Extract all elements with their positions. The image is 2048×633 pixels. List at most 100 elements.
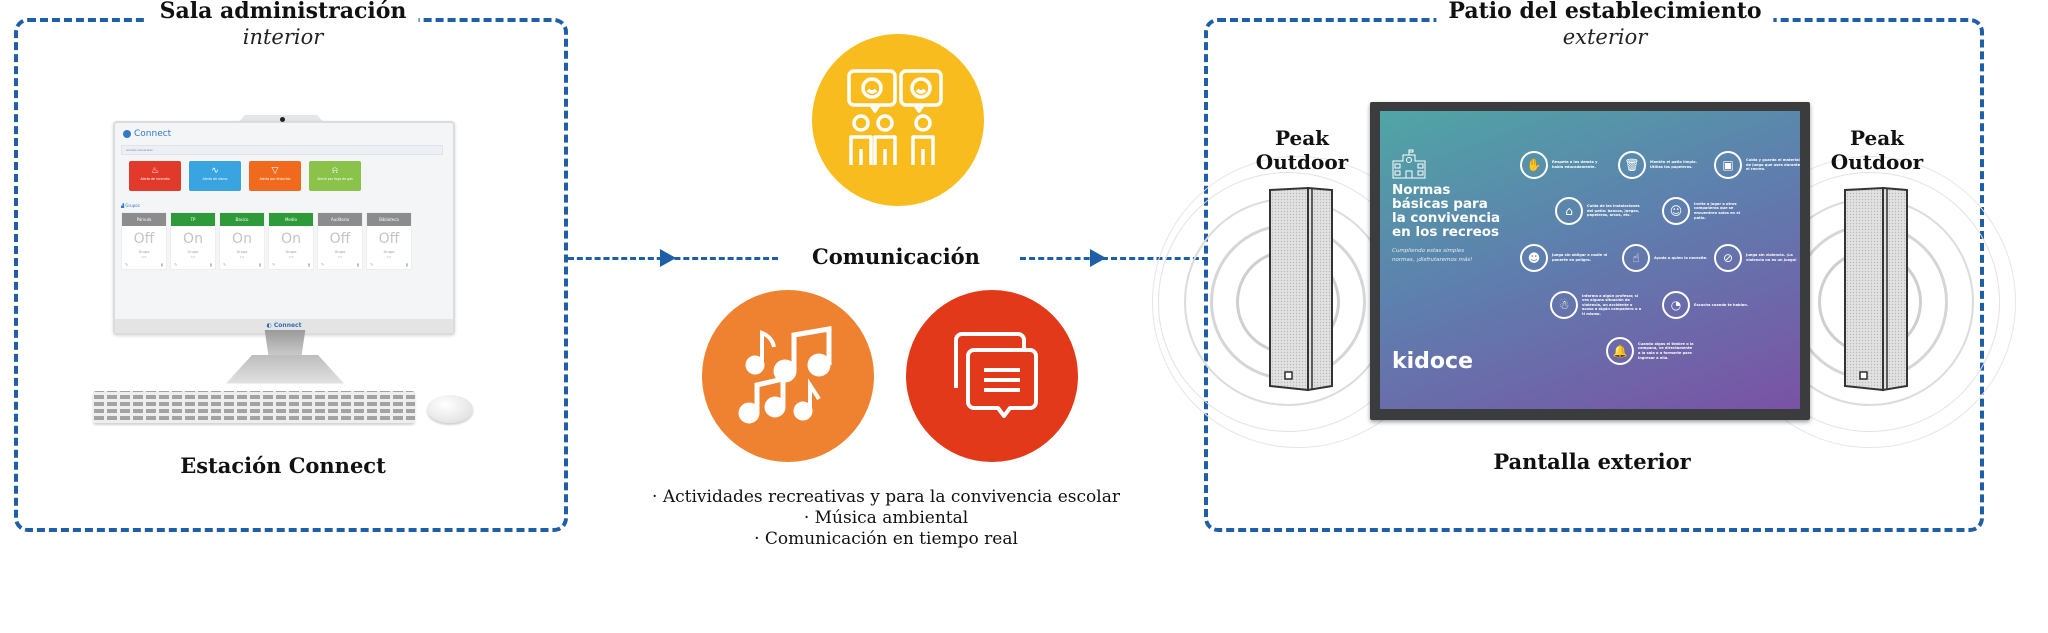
group-state: On (183, 231, 203, 247)
trash-icon[interactable]: ▮ (356, 262, 359, 267)
edit-icon[interactable]: ✎ (370, 262, 374, 267)
groups-icon: ▟ (121, 203, 125, 208)
rule-item: ◔Escucha cuando te hablan. (1662, 291, 1750, 319)
no-violence-icon: ⊘ (1714, 244, 1742, 272)
group-name: Basico (220, 213, 264, 226)
playground-icon: ⌂ (1555, 197, 1583, 225)
rule-item: ✋Respeta a los demás y habla educadament… (1520, 151, 1608, 179)
arrow-right-icon (660, 249, 676, 267)
alerts-header: Alertas Generales (121, 145, 443, 155)
group-card-biblioteca[interactable]: Biblioteca Off Grupo 0/1 ✎▮ (366, 212, 412, 270)
rule-item: ⊘Juega sin violencia. ¡La violencia no e… (1714, 244, 1800, 272)
rule-item: ☃Informa a algún profesor, si ves alguna… (1550, 291, 1644, 319)
group-label: Grupo (285, 250, 297, 254)
trash-icon[interactable]: ▮ (405, 262, 408, 267)
child-face-icon: ☻ (1520, 244, 1548, 272)
school-yard-title: Patio del establecimiento (1436, 0, 1774, 24)
seismic-wave-icon: ∿ (211, 166, 219, 176)
music-notes-icon (702, 290, 874, 462)
trash-icon[interactable]: ▮ (258, 262, 261, 267)
mouse-icon (427, 395, 473, 423)
rule-item: ☺Invita a jugar a otros compañeros que s… (1662, 197, 1750, 225)
hands-icon: ✋ (1520, 151, 1548, 179)
monitor-brand: ◐ Connect (115, 319, 453, 333)
connect-monitor: Connect Alertas Generales ♨ Alerta de in… (113, 121, 455, 335)
group-state: Off (133, 231, 155, 247)
poster: Normas básicas para la convivencia en lo… (1380, 111, 1800, 409)
group-label: Grupo (383, 250, 395, 254)
school-yard-subtitle: exterior (1562, 25, 1648, 49)
group-label: Grupo (187, 250, 199, 254)
group-state: Off (329, 231, 351, 247)
outdoor-speaker-icon (1269, 186, 1333, 392)
group-label: Grupo (138, 250, 150, 254)
group-count: 0/1 (190, 255, 196, 259)
edit-icon[interactable]: ✎ (272, 262, 276, 267)
group-name: Medio (269, 213, 313, 226)
rule-item: 🔔Cuando oigas el timbre o la campana, ve… (1606, 337, 1694, 365)
edit-icon[interactable]: ✎ (174, 262, 178, 267)
group-card-medio[interactable]: Medio On Grupo 2/2 ✎▮ (268, 212, 314, 270)
rule-item: 🗑Mantén el patio limpio. Utiliza los pap… (1618, 151, 1706, 179)
trash-icon[interactable]: ▮ (209, 262, 212, 267)
trash-icon[interactable]: ▮ (307, 262, 310, 267)
gas-leak-alert-button[interactable]: ⍾ Alerta por fuga de gas (309, 161, 361, 191)
group-card-basico[interactable]: Basico On Grupo 2/2 ✎▮ (219, 212, 265, 270)
rule-item: ⌂Cuida de las instalaciones del patio: b… (1555, 197, 1643, 225)
feature-item: · Música ambiental (803, 508, 969, 528)
outdoor-screen-caption: Pantalla exterior (1493, 449, 1691, 474)
earthquake-alert-button[interactable]: ∿ Alerta de sismo (189, 161, 241, 191)
app-name: Connect (134, 129, 172, 139)
group-label: Grupo (334, 250, 346, 254)
app-header: Connect (123, 129, 171, 139)
helping-hands-icon: ☝ (1622, 244, 1650, 272)
edit-icon[interactable]: ✎ (321, 262, 325, 267)
communication-title: Comunicación (812, 244, 980, 269)
camera-icon (280, 117, 285, 122)
teacher-icon: ☃ (1550, 291, 1578, 319)
group-state: Off (378, 231, 400, 247)
group-count: 2/2 (239, 255, 245, 259)
group-name: Auditorio (318, 213, 362, 226)
connect-logo-icon (123, 130, 131, 138)
group-icon: ☺ (1662, 197, 1690, 225)
arrow-right-icon (1090, 249, 1106, 267)
group-state: On (232, 231, 252, 247)
groups-header: ▟ Grupos (121, 203, 140, 208)
box-icon: ▣ (1714, 151, 1742, 179)
feature-item: · Comunicación en tiempo real (754, 529, 1018, 549)
group-card-auditorio[interactable]: Auditorio Off Grupo 0/1 ✎ ▮ (317, 212, 363, 270)
group-count: 0/1 (337, 255, 343, 259)
listening-icon: ◔ (1662, 291, 1690, 319)
group-state: On (281, 231, 301, 247)
group-name: Párvulo (122, 213, 166, 226)
disturbance-alert-button[interactable]: ▽ Alerta por disturbio (249, 161, 301, 191)
poster-title: Normas básicas para la convivencia en lo… (1392, 182, 1501, 240)
monitor-stand (264, 330, 306, 358)
fire-alert-button[interactable]: ♨ Alerta de incendio (129, 161, 181, 191)
group-card-parvulo[interactable]: Párvulo Off Grupo 0/4 ✎ ▮ (121, 212, 167, 270)
admin-room-subtitle: interior (242, 25, 324, 49)
warning-triangle-icon: ▽ (271, 166, 279, 176)
feature-item: · Actividades recreativas y para la conv… (652, 487, 1120, 507)
features-list: · Actividades recreativas y para la conv… (652, 487, 1120, 550)
trash-icon[interactable]: ▮ (160, 262, 163, 267)
bell-icon: ⍾ (332, 166, 338, 176)
group-count: 0/4 (141, 255, 147, 259)
speaker-right-label: Peak Outdoor (1830, 126, 1924, 174)
messages-icon (906, 290, 1078, 462)
rule-item: ☻Juega sin obligar a nadie ni ponerte en… (1520, 244, 1608, 272)
group-name: TP (171, 213, 215, 226)
admin-room-title: Sala administración (147, 0, 419, 24)
bell-icon: 🔔 (1606, 337, 1634, 365)
outdoor-screen: Normas básicas para la convivencia en lo… (1370, 102, 1810, 420)
rule-item: ☝Ayuda a quien lo necesite. (1622, 244, 1710, 272)
connector-right (1020, 257, 1208, 260)
edit-icon[interactable]: ✎ (223, 262, 227, 267)
connect-station-caption: Estación Connect (180, 453, 386, 478)
keyboard-icon (93, 391, 415, 423)
fire-icon: ♨ (150, 166, 160, 176)
group-card-tp[interactable]: TP On Grupo 0/1 ✎ ▮ (170, 212, 216, 270)
edit-icon[interactable]: ✎ (125, 262, 129, 267)
kidoce-logo: kidoce (1392, 349, 1473, 374)
